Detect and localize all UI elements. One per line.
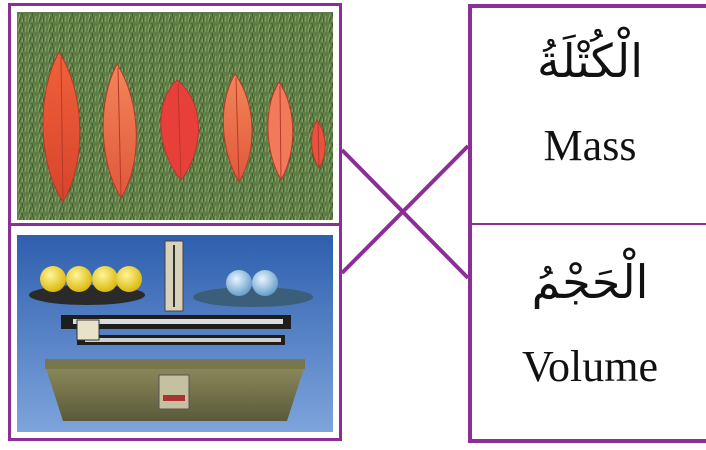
- mass-card[interactable]: الْكُتْلَةُ Mass: [468, 4, 706, 225]
- volume-english-label: Volume: [521, 342, 659, 391]
- leaves-photo[interactable]: [17, 12, 333, 220]
- volume-card[interactable]: الْحَجْمُ Volume: [468, 223, 706, 443]
- balance-scale-photo[interactable]: [17, 235, 333, 432]
- connector-leaves-to-volume: [340, 148, 470, 280]
- volume-arabic-label: الْحَجْمُ: [531, 255, 649, 309]
- mass-arabic-label: الْكُتْلَةُ: [537, 34, 643, 88]
- mass-english-label: Mass: [543, 121, 637, 170]
- picture-divider: [11, 223, 339, 226]
- connector-scale-to-mass: [340, 144, 470, 275]
- picture-column: [8, 3, 342, 441]
